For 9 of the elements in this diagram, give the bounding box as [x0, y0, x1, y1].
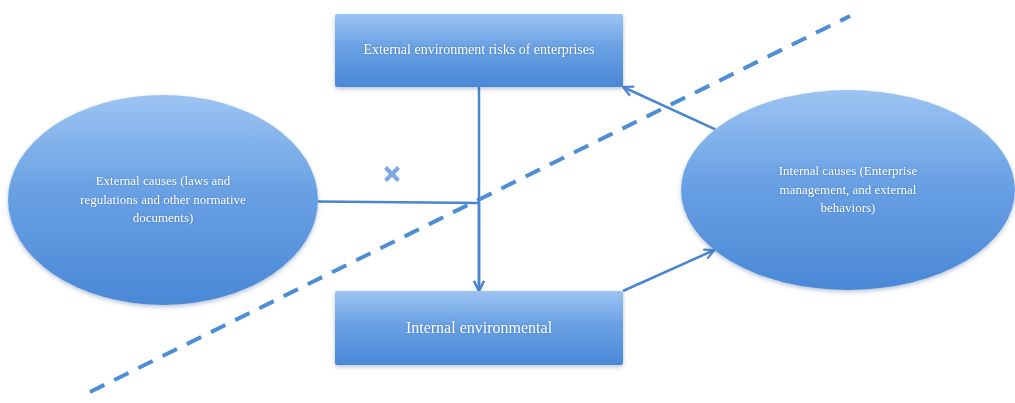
- process-box: [335, 14, 623, 87]
- node-label: Internal causes (Enterprise management, and external behaviors): [777, 161, 919, 218]
- node-label: Internal environmental: [405, 318, 553, 339]
- arrow: [622, 248, 716, 293]
- arrow: [621, 85, 716, 131]
- arrow: [318, 200, 486, 293]
- process-box: [335, 291, 623, 365]
- node-label: External environment risks of enterprises: [363, 41, 595, 60]
- node-label: External causes (laws and regulations and other normative documents): [79, 171, 247, 228]
